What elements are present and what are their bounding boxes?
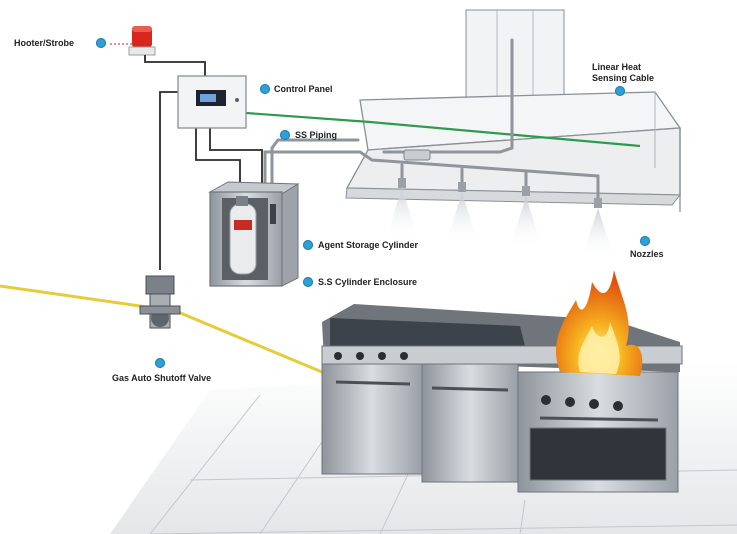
hooter-strobe [110,26,156,56]
gas-shutoff-valve [139,275,181,329]
linear-heat-label-line1: Linear Heat [592,62,642,72]
callout-dot [260,84,270,94]
ss-piping [263,38,600,202]
linear-heat-label-line2: Sensing Cable [592,73,655,83]
nozzle [510,186,542,248]
callout-dot [155,358,165,368]
cylinder-enclosure [208,181,300,287]
nozzles-label: Nozzles [630,249,664,259]
callout-dot [96,38,106,48]
gas-valve-label: Gas Auto Shutoff Valve [112,373,212,383]
control-panel-label: Control Panel [274,84,333,94]
exhaust-duct [465,9,565,103]
pipe-fitting [403,149,431,161]
ss-piping-label: SS Piping [295,130,338,140]
hooter-strobe-label: Hooter/Strobe [14,38,75,48]
callout-dot [303,240,313,250]
cylinder-enclosure-label: S.S Cylinder Enclosure [318,277,418,287]
callout-dot [615,86,625,96]
callout-dot [640,236,650,246]
nozzle [582,198,614,258]
linear-heat-cable [245,111,641,148]
fire [556,270,643,376]
nozzle [446,182,478,244]
control-panel-box [177,75,247,129]
wiring [144,55,263,270]
agent-cylinder-label: Agent Storage Cylinder [318,240,419,250]
nozzles [386,178,614,258]
callout-dot [303,277,313,287]
nozzle [386,178,418,238]
callout-dot [280,130,290,140]
